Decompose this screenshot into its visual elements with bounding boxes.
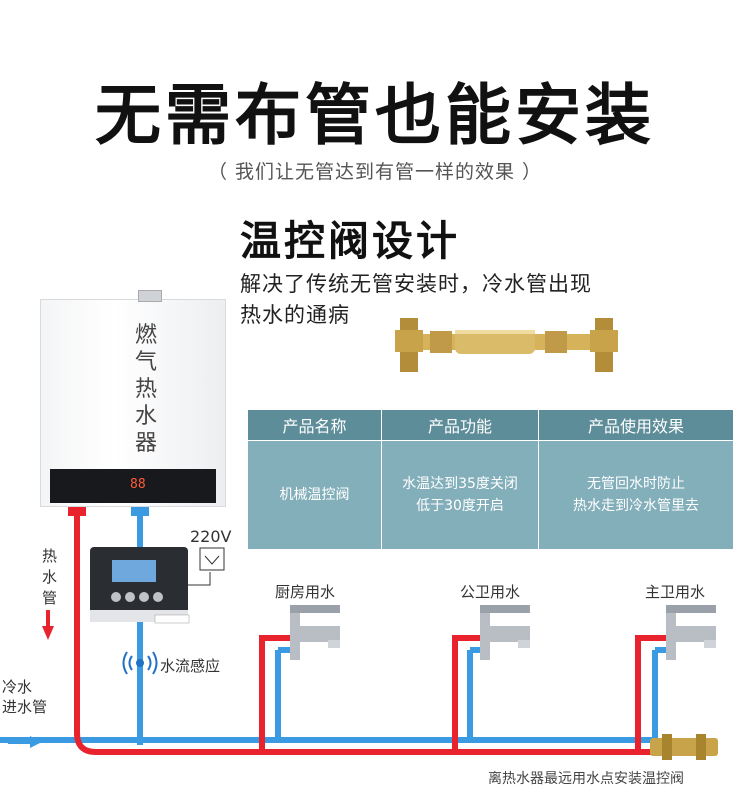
heater-label-char: 燃 — [135, 323, 158, 348]
cold-pipe-label: 进水管 — [2, 698, 48, 716]
temperature-control-valve-image — [395, 318, 618, 372]
faucet-label-kitchen: 厨房用水 — [275, 583, 336, 601]
table-cell: 机械温控阀 — [248, 441, 381, 549]
hot-pipe-label: 水 — [42, 568, 58, 586]
hot-outlet — [68, 506, 86, 516]
faucet-label-public-bath: 公卫用水 — [460, 583, 521, 601]
faucet-public-bath-icon — [480, 605, 530, 660]
cell-text: 机械温控阀 — [279, 487, 350, 503]
cell-text: 无管回水时防止 — [587, 476, 685, 492]
hot-pipe-label: 管 — [42, 589, 58, 607]
table-header: 产品名称 — [248, 410, 381, 440]
cold-inflow-arrow-icon — [8, 736, 42, 748]
power-outlet-icon — [199, 547, 225, 571]
hot-water-pipe — [74, 510, 668, 755]
heater-control-panel: 88 — [50, 469, 216, 503]
spec-table: 产品名称 产品功能 产品使用效果 机械温控阀 水温达到35度关闭 低于30度开启… — [248, 410, 733, 549]
hot-pipe-label: 热 — [42, 547, 58, 565]
description-line-2: 热水的通病 — [240, 303, 350, 327]
heater-label-char: 水 — [135, 404, 158, 429]
voltage-label: 220V — [190, 527, 232, 546]
subheadline: （ 我们让无管达到有管一样的效果 ） — [207, 161, 543, 183]
cell-text: 水温达到35度关闭 — [402, 476, 518, 492]
cell-text: 低于30度开启 — [416, 498, 504, 514]
small-valve-icon — [650, 734, 718, 760]
pump-controller — [90, 547, 190, 624]
heater-display: 88 — [130, 477, 146, 492]
table-cell: 无管回水时防止 热水走到冷水管里去 — [539, 441, 733, 549]
faucet-label-master-bath: 主卫用水 — [645, 583, 706, 601]
heater-label-char: 热 — [135, 377, 158, 402]
heater-label-char: 气 — [135, 350, 158, 375]
cell-text: 热水走到冷水管里去 — [573, 498, 699, 514]
hot-down-arrow-icon — [42, 610, 54, 640]
table-header: 产品使用效果 — [539, 410, 733, 440]
cold-inlet — [131, 506, 149, 516]
description-line-1: 解决了传统无管安装时，冷水管出现 — [240, 272, 592, 296]
faucet-kitchen-icon — [290, 605, 340, 660]
table-cell: 水温达到35度关闭 低于30度开启 — [382, 441, 538, 549]
headline: 无需布管也能安装 — [95, 77, 655, 154]
gas-water-heater: 燃 气 热 水 器 88 — [40, 290, 226, 507]
faucet-master-bath-icon — [666, 605, 716, 660]
valve-install-note: 离热水器最远用水点安装温控阀 — [488, 771, 684, 787]
flow-sensor-label: 水流感应 — [160, 657, 221, 675]
cold-pipe-label: 冷水 — [2, 678, 33, 696]
flow-sensor-icon — [122, 651, 158, 675]
section-title: 温控阀设计 — [240, 217, 460, 265]
heater-label-char: 器 — [135, 431, 158, 456]
table-header: 产品功能 — [382, 410, 538, 440]
